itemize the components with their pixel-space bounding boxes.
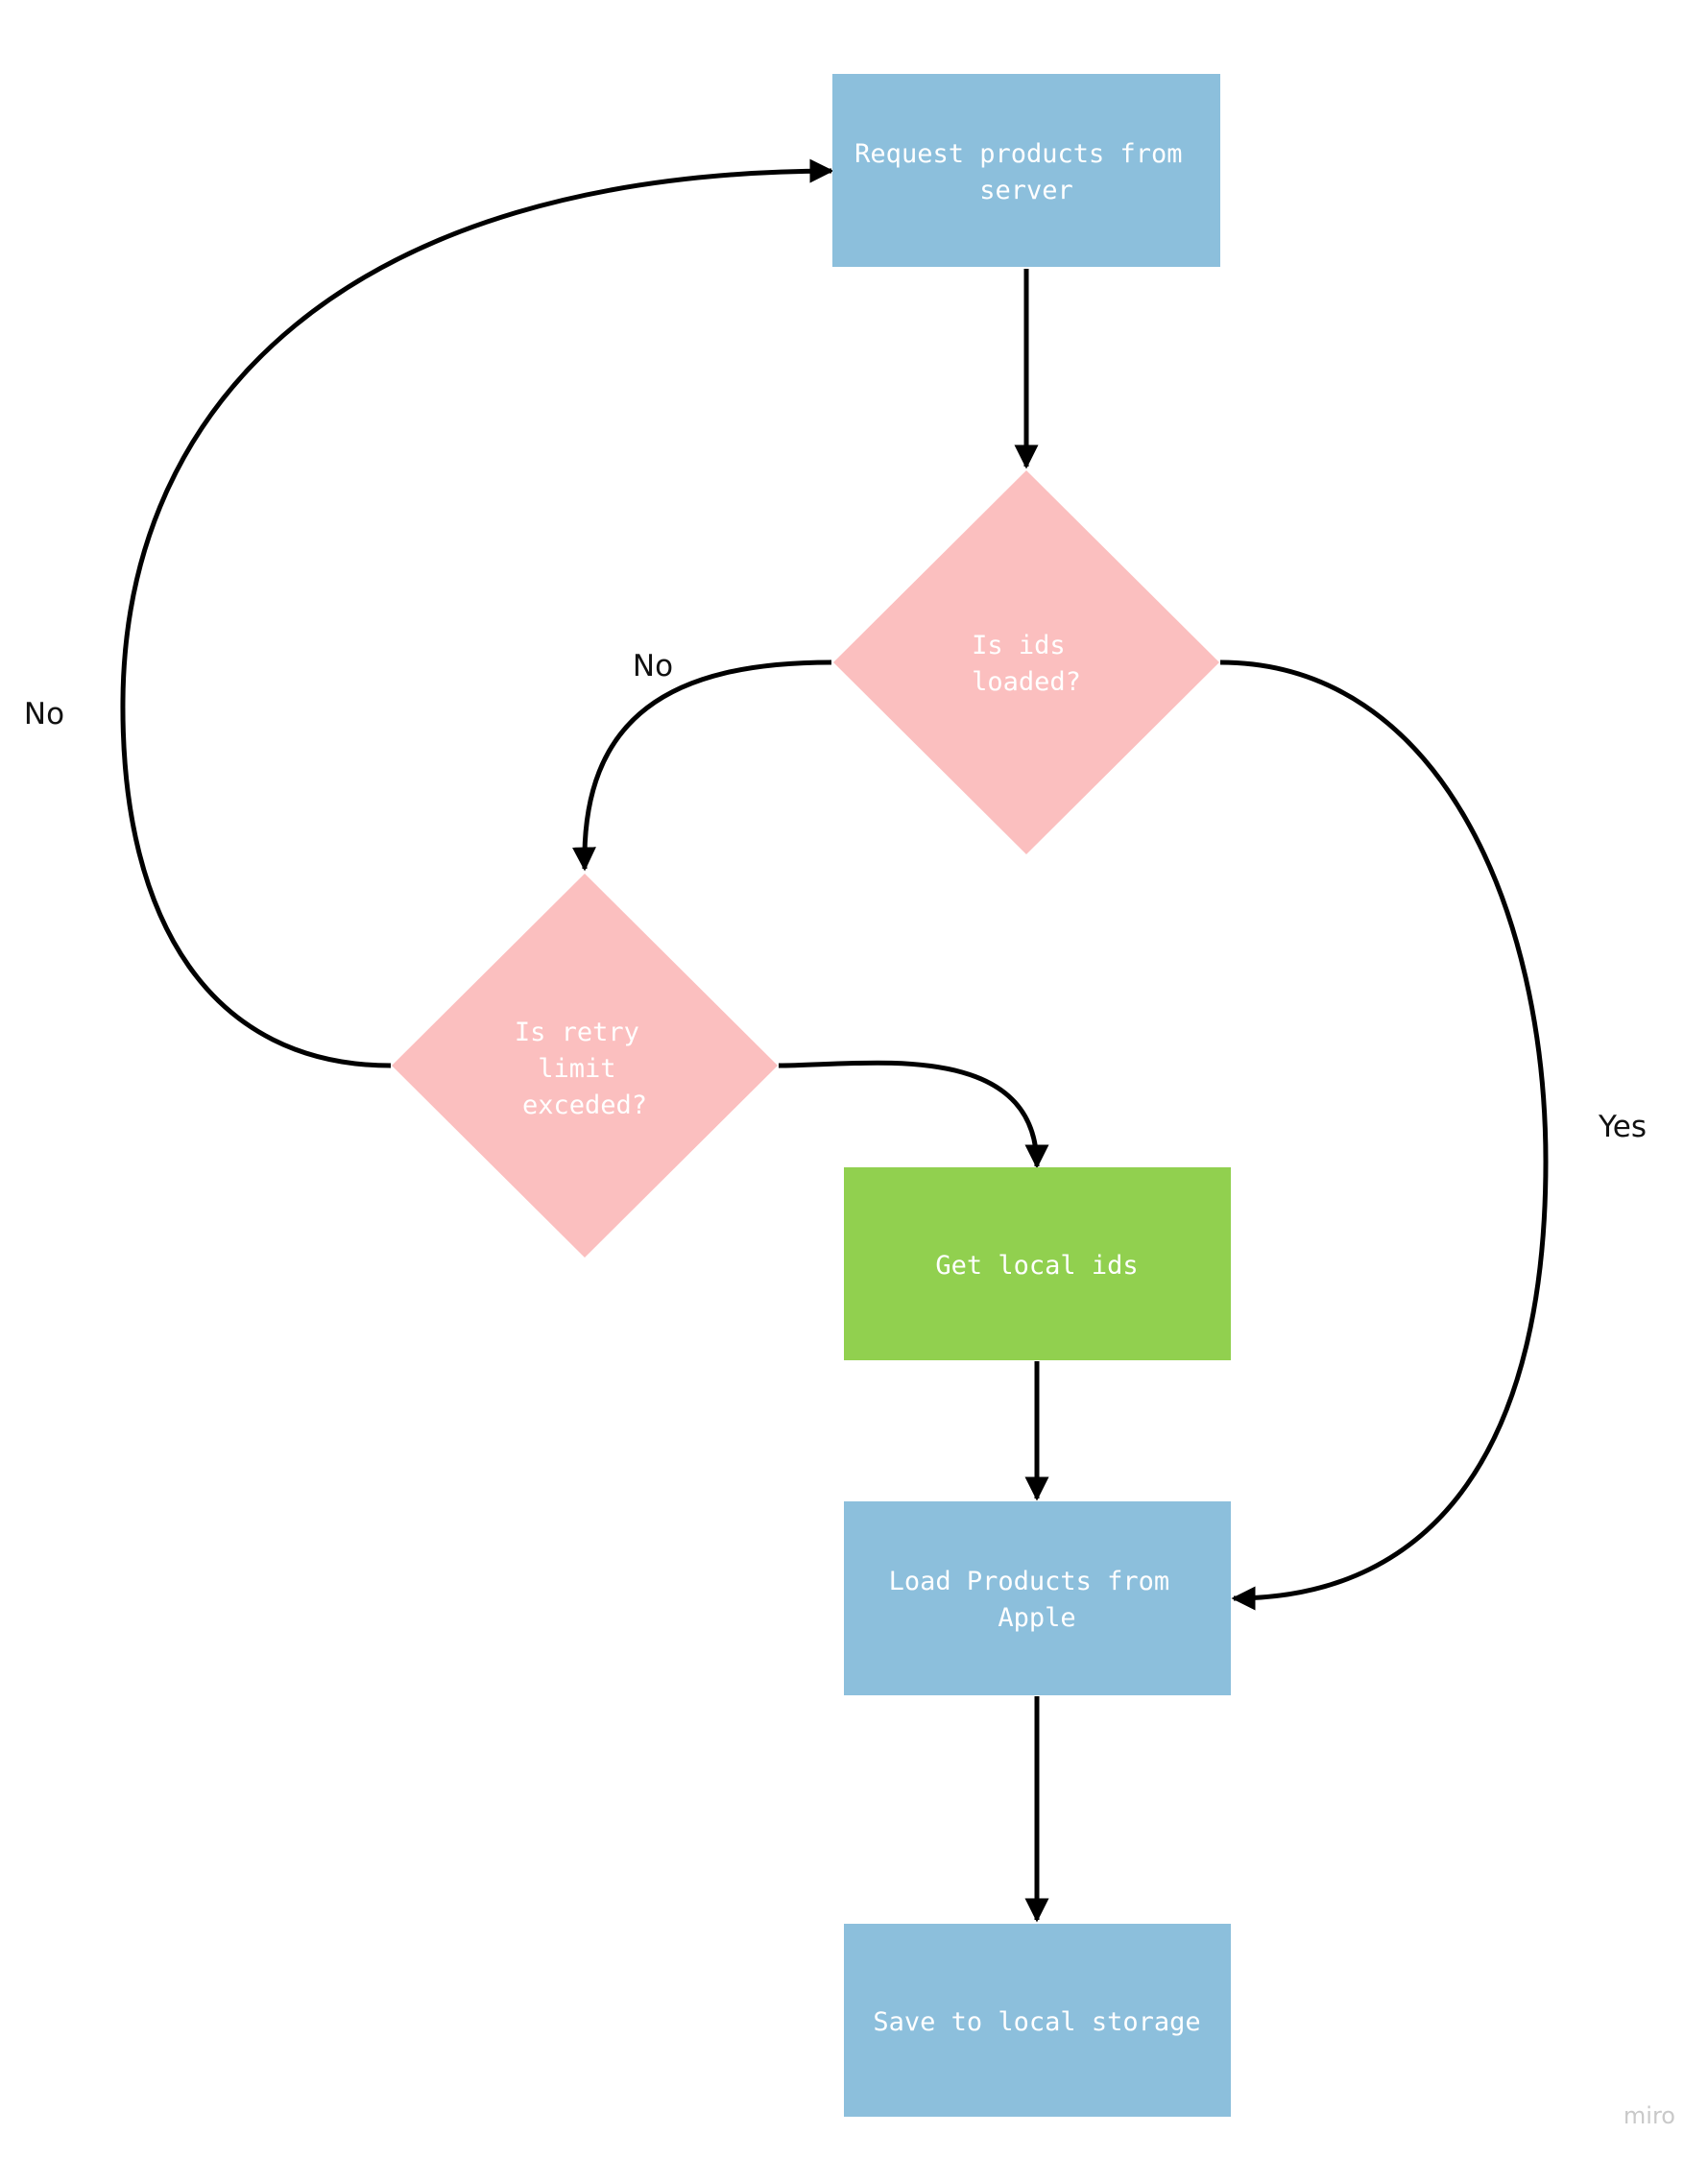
svg-text:Save to local storage: Save to local storage: [873, 2007, 1200, 2037]
node-request-products-line-1: Request products from: [854, 139, 1182, 169]
edge-ids-loaded-yes-to-load-products: [1219, 659, 1549, 1611]
node-request-products-line-2: server: [979, 176, 1073, 205]
svg-text:Load Products from Apple: Load Products from Apple: [889, 1567, 1186, 1633]
edge-label-no-retry: No: [24, 697, 64, 731]
svg-text:Request products from se: Request products from server: [854, 139, 1198, 205]
node-is-ids-loaded[interactable]: Is ids loaded?: [833, 470, 1219, 854]
node-is-retry-limit[interactable]: Is retry limit exceded?: [392, 874, 778, 1258]
svg-text:Is retry limit exc: Is retry limit exceded?: [515, 1018, 655, 1120]
node-load-products-line-1: Load Products from: [889, 1567, 1170, 1596]
edge-ids-loaded-no-to-retry: [571, 659, 832, 872]
edge-label-yes-ids: Yes: [1598, 1110, 1647, 1144]
node-is-ids-loaded-line-1: Is ids: [972, 631, 1066, 660]
node-request-products[interactable]: Request products from server: [832, 74, 1220, 267]
node-load-products[interactable]: Load Products from Apple: [844, 1501, 1231, 1695]
node-get-local-ids[interactable]: Get local ids: [844, 1167, 1231, 1360]
edge-retry-no-to-request: [120, 158, 834, 1068]
node-get-local-ids-line-1: Get local ids: [935, 1251, 1138, 1281]
node-load-products-line-2: Apple: [998, 1603, 1075, 1633]
svg-text:Get local ids: Get local ids: [935, 1251, 1138, 1281]
node-is-retry-limit-shape: [392, 874, 778, 1258]
node-is-ids-loaded-line-2: loaded?: [972, 667, 1081, 697]
node-get-local-ids-shape: [844, 1167, 1231, 1360]
node-is-retry-limit-line-1: Is retry: [515, 1018, 639, 1047]
edge-retry-to-get-local-ids: [778, 1060, 1049, 1169]
node-load-products-shape: [844, 1501, 1231, 1695]
node-save-storage[interactable]: Save to local storage: [844, 1924, 1231, 2117]
node-is-ids-loaded-shape: [833, 470, 1219, 854]
miro-watermark: miro: [1624, 2102, 1675, 2129]
svg-text:Is ids loaded?: Is ids loaded?: [972, 631, 1081, 697]
node-request-products-shape: [832, 74, 1220, 267]
node-is-retry-limit-line-2: limit: [538, 1054, 615, 1084]
node-save-storage-shape: [844, 1924, 1231, 2117]
edge-label-no-ids: No: [633, 649, 673, 683]
node-save-storage-line-1: Save to local storage: [873, 2007, 1200, 2037]
node-is-retry-limit-line-3: exceded?: [522, 1091, 647, 1120]
